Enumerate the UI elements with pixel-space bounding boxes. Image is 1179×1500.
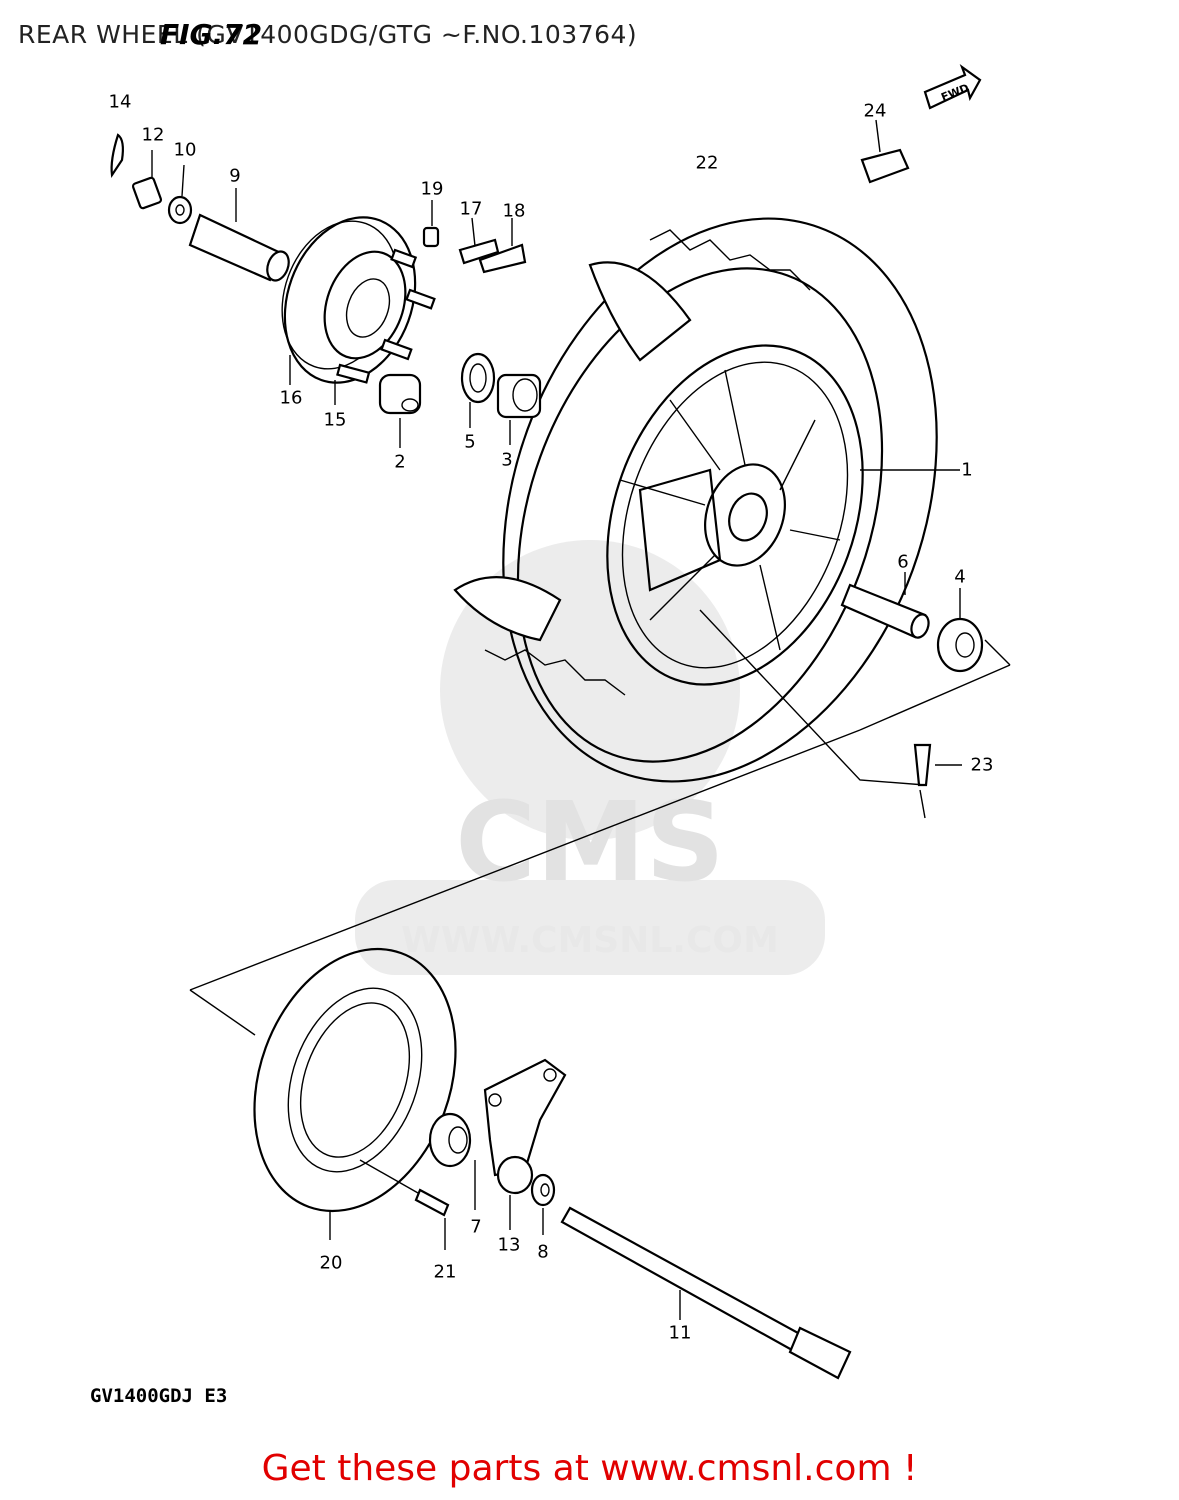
callout-3: 3 — [501, 449, 513, 471]
figure-label: FIG.72 — [160, 18, 263, 51]
callout-7: 7 — [470, 1216, 482, 1238]
callout-10: 10 — [173, 139, 197, 161]
callout-8: 8 — [537, 1241, 549, 1263]
spacer-part-7 — [428, 1112, 476, 1210]
bolt-part-21 — [359, 1159, 450, 1250]
callout-6: 6 — [897, 551, 909, 573]
callout-21: 21 — [433, 1261, 457, 1283]
spacer-part-9 — [188, 188, 290, 282]
washer-part-8 — [530, 1173, 556, 1235]
washer-part-10 — [167, 164, 193, 225]
callout-23: 23 — [970, 754, 994, 776]
callout-1: 1 — [961, 459, 973, 481]
wheel-part-1 — [606, 344, 864, 686]
reference-line — [699, 609, 926, 786]
callout-2: 2 — [394, 451, 406, 473]
callout-5: 5 — [464, 431, 476, 453]
callout-14: 14 — [108, 91, 132, 113]
bearing-part-4 — [936, 588, 984, 673]
oil-seal-part-5 — [460, 352, 496, 428]
model-code: GV1400GDJ E3 — [90, 1385, 228, 1407]
tire-part-22 — [453, 217, 938, 783]
lock-plate-part-17 — [458, 217, 500, 265]
callout-9: 9 — [229, 165, 241, 187]
callout-18: 18 — [502, 200, 526, 222]
callout-20: 20 — [319, 1252, 343, 1274]
callout-22: 22 — [695, 152, 719, 174]
watermark-url: WWW.CMSNL.COM — [401, 920, 779, 961]
callout-12: 12 — [141, 124, 165, 146]
axle-part-11 — [560, 1206, 852, 1380]
clip-part-18 — [478, 218, 527, 274]
brake-disc-part-20 — [253, 947, 457, 1240]
cotter-pin-part-14 — [110, 133, 124, 179]
nut-part-12 — [131, 150, 163, 210]
footer-link[interactable]: Get these parts at www.cmsnl.com ! — [261, 1448, 918, 1489]
callout-11: 11 — [668, 1322, 692, 1344]
hub-part-16 — [281, 216, 417, 385]
spacer-part-6 — [840, 572, 930, 639]
callout-4: 4 — [954, 566, 966, 588]
callout-17: 17 — [459, 198, 483, 220]
page-title: REAR WHEEL (GV1400GDG/GTG ~F.NO.103764) — [18, 20, 638, 49]
bearing-part-3 — [496, 373, 542, 445]
callout-15: 15 — [323, 409, 347, 431]
bolt-part-19 — [422, 200, 440, 248]
stud-bolts-part-15 — [334, 248, 436, 405]
forward-arrow-icon: FWD — [923, 63, 982, 110]
balancer-weight-part-24 — [860, 119, 910, 184]
callout-19: 19 — [420, 178, 444, 200]
damper-part-2 — [378, 373, 422, 448]
callout-16: 16 — [279, 387, 303, 409]
valve-part-23 — [913, 743, 962, 787]
callout-24: 24 — [863, 100, 887, 122]
caliper-bracket-part-13 — [483, 1058, 567, 1230]
callout-13: 13 — [497, 1234, 521, 1256]
